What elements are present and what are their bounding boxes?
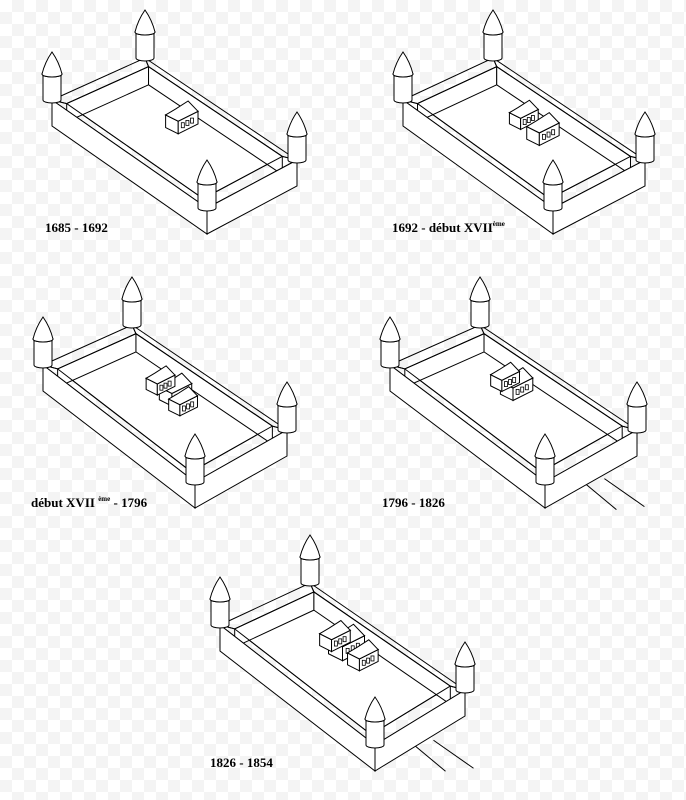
tower-roof — [196, 159, 218, 186]
tower-body — [210, 599, 230, 629]
tower-roof — [32, 316, 54, 343]
tower-roof — [364, 696, 386, 723]
castle-panel-5 — [209, 534, 476, 773]
window — [512, 377, 517, 383]
window — [530, 115, 535, 121]
tower-roof — [469, 276, 491, 303]
tower-body — [277, 404, 297, 434]
tower-roof — [184, 433, 206, 460]
tower-roof — [454, 641, 476, 668]
tower-body — [483, 32, 503, 62]
window — [526, 117, 531, 123]
tower-body — [197, 182, 217, 212]
tower-body — [635, 134, 655, 164]
window — [522, 119, 527, 125]
tower-body — [300, 557, 320, 587]
panel-label-1: 1685 - 1692 — [45, 220, 108, 235]
tower-roof — [542, 159, 564, 186]
panel-label-3: début XVII ème - 1796 — [31, 495, 148, 510]
outer-wall-front-right — [194, 429, 288, 509]
causeway-line — [415, 745, 446, 772]
building-2-roof — [489, 361, 521, 381]
tower-body — [42, 74, 62, 104]
causeway-line — [433, 739, 474, 769]
tower-roof — [276, 381, 298, 408]
tower-body — [185, 456, 205, 486]
causeway-line — [604, 478, 645, 508]
window — [190, 117, 194, 124]
window — [370, 655, 375, 662]
window — [546, 131, 551, 138]
tower-body — [535, 456, 555, 486]
window — [551, 129, 556, 136]
tower-body — [543, 182, 563, 212]
tower-roof — [299, 534, 321, 561]
outer-wall-front-right — [374, 689, 466, 772]
tower-roof — [41, 51, 63, 78]
tower-roof — [209, 576, 231, 603]
building-2-roof — [318, 619, 352, 641]
building-3-roof — [145, 365, 176, 385]
tower-body — [470, 299, 490, 329]
tower-body — [627, 404, 647, 434]
outer-wall-front-right — [544, 429, 638, 509]
window — [361, 659, 366, 666]
building-1-roof — [164, 100, 199, 122]
castle-panel-4 — [379, 276, 648, 510]
window — [508, 379, 512, 385]
tower-roof — [626, 381, 648, 408]
tower-roof — [379, 316, 401, 343]
tower-body — [380, 339, 400, 369]
panel-label-4: 1796 - 1826 — [382, 495, 445, 510]
tower-roof — [482, 9, 504, 36]
tower-roof — [121, 276, 143, 303]
tower-body — [135, 32, 155, 62]
window — [338, 638, 343, 645]
outer-wall-front-right — [552, 159, 646, 235]
tower-roof — [134, 9, 156, 36]
window — [163, 382, 168, 389]
window — [515, 388, 520, 395]
window — [186, 403, 190, 410]
window — [333, 640, 338, 647]
panel-label-2: 1692 - début XVIIème — [392, 220, 505, 235]
tower-roof — [286, 111, 308, 138]
panel-label-5: 1826 - 1854 — [210, 755, 273, 770]
window — [524, 384, 529, 391]
building-1-roof — [508, 99, 540, 119]
tower-body — [455, 664, 475, 694]
tower-roof — [634, 111, 656, 138]
window — [167, 380, 172, 387]
window — [366, 657, 371, 664]
building-2-roof — [167, 386, 199, 406]
causeway-line — [586, 484, 617, 510]
tower-body — [122, 299, 142, 329]
window — [182, 405, 186, 412]
tower-roof — [534, 433, 556, 460]
castle-panel-3 — [32, 276, 298, 510]
window — [180, 122, 185, 129]
tower-body — [365, 719, 385, 749]
castle-panel-2 — [392, 9, 656, 235]
tower-body — [33, 339, 53, 369]
building-2-roof — [525, 111, 560, 134]
window — [159, 384, 164, 391]
window — [504, 381, 508, 387]
window — [185, 120, 190, 126]
castle-panel-1 — [41, 9, 308, 235]
tower-roof — [392, 51, 414, 78]
window — [542, 133, 546, 140]
tower-body — [393, 74, 413, 104]
tower-body — [287, 134, 307, 164]
window — [190, 401, 195, 408]
window — [520, 386, 525, 393]
building-3-roof — [346, 639, 379, 660]
outer-wall-front-right — [206, 159, 298, 235]
window — [342, 636, 347, 643]
